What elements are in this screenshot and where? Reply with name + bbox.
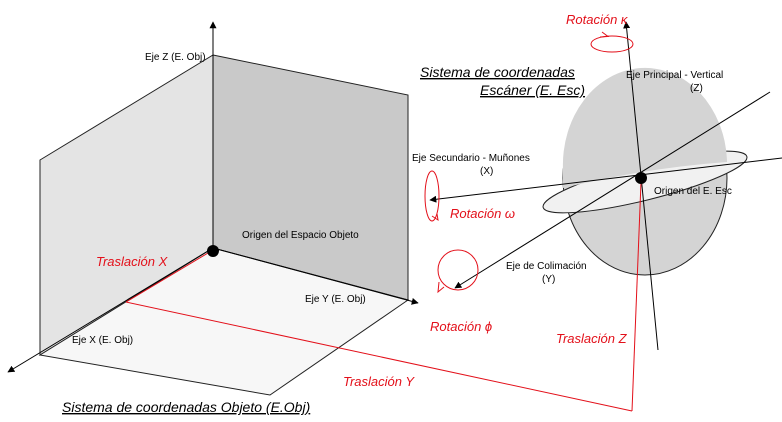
collimation-axis-label-line1: Eje de Colimación (506, 261, 587, 272)
translation-y-label: Traslación Y (343, 374, 415, 389)
object-axis-z-label: Eje Z (E. Obj) (145, 52, 206, 63)
scanner-sphere-top (562, 67, 727, 188)
principal-axis-label-line1: Eje Principal - Vertical (626, 70, 723, 81)
rotation-omega-arrow (431, 213, 439, 222)
translation-x-line (125, 249, 214, 303)
scanner-axis-collimation (454, 91, 771, 289)
rotation-kappa-label: Rotación κ (566, 12, 629, 27)
rotation-phi-label: Rotación ϕ (430, 319, 492, 334)
rotation-kappa-icon (590, 35, 634, 53)
object-axis-y (212, 247, 419, 305)
scanner-system-title-line1: Sistema de coordenadas (420, 64, 575, 80)
scanner-origin-label: Origen del E. Esc (654, 186, 732, 197)
object-origin-point (207, 245, 219, 257)
object-system-title: Sistema de coordenadas Objeto (E.Obj) (62, 399, 310, 415)
rotation-phi-arrow (437, 281, 445, 294)
secondary-axis-label-line1: Eje Secundario - Muñones (412, 153, 530, 164)
scanner-system-title-line2: Escáner (E. Esc) (480, 82, 585, 98)
object-origin-label: Origen del Espacio Objeto (242, 230, 359, 241)
translation-z-label: Traslación Z (556, 331, 628, 346)
object-axis-x-label: Eje X (E. Obj) (72, 335, 133, 346)
object-axis-x (7, 247, 214, 373)
translation-y-line (125, 301, 633, 412)
translation-z-line (631, 181, 642, 412)
scanner-axis-secondary (429, 157, 782, 203)
scanner-axis-principal (623, 21, 659, 351)
rotation-kappa-arrow (599, 31, 610, 38)
rotation-omega-label: Rotación ω (450, 206, 515, 221)
collimation-axis-label-line2: (Y) (542, 274, 555, 285)
object-coordinate-system: Eje Z (E. Obj) Eje Y (E. Obj) Eje X (E. … (7, 21, 633, 415)
translation-x-label: Traslación X (96, 254, 169, 269)
scanner-origin-point (635, 172, 647, 184)
object-axis-y-label: Eje Y (E. Obj) (305, 294, 366, 305)
principal-axis-label-line2: (Z) (690, 83, 703, 94)
secondary-axis-label-line2: (X) (480, 166, 493, 177)
scanner-coordinate-system: Rotación κ Rotación ω Rotación ϕ Traslac… (412, 12, 782, 412)
rotation-omega-icon (424, 170, 440, 222)
rotation-phi-icon (437, 249, 479, 291)
